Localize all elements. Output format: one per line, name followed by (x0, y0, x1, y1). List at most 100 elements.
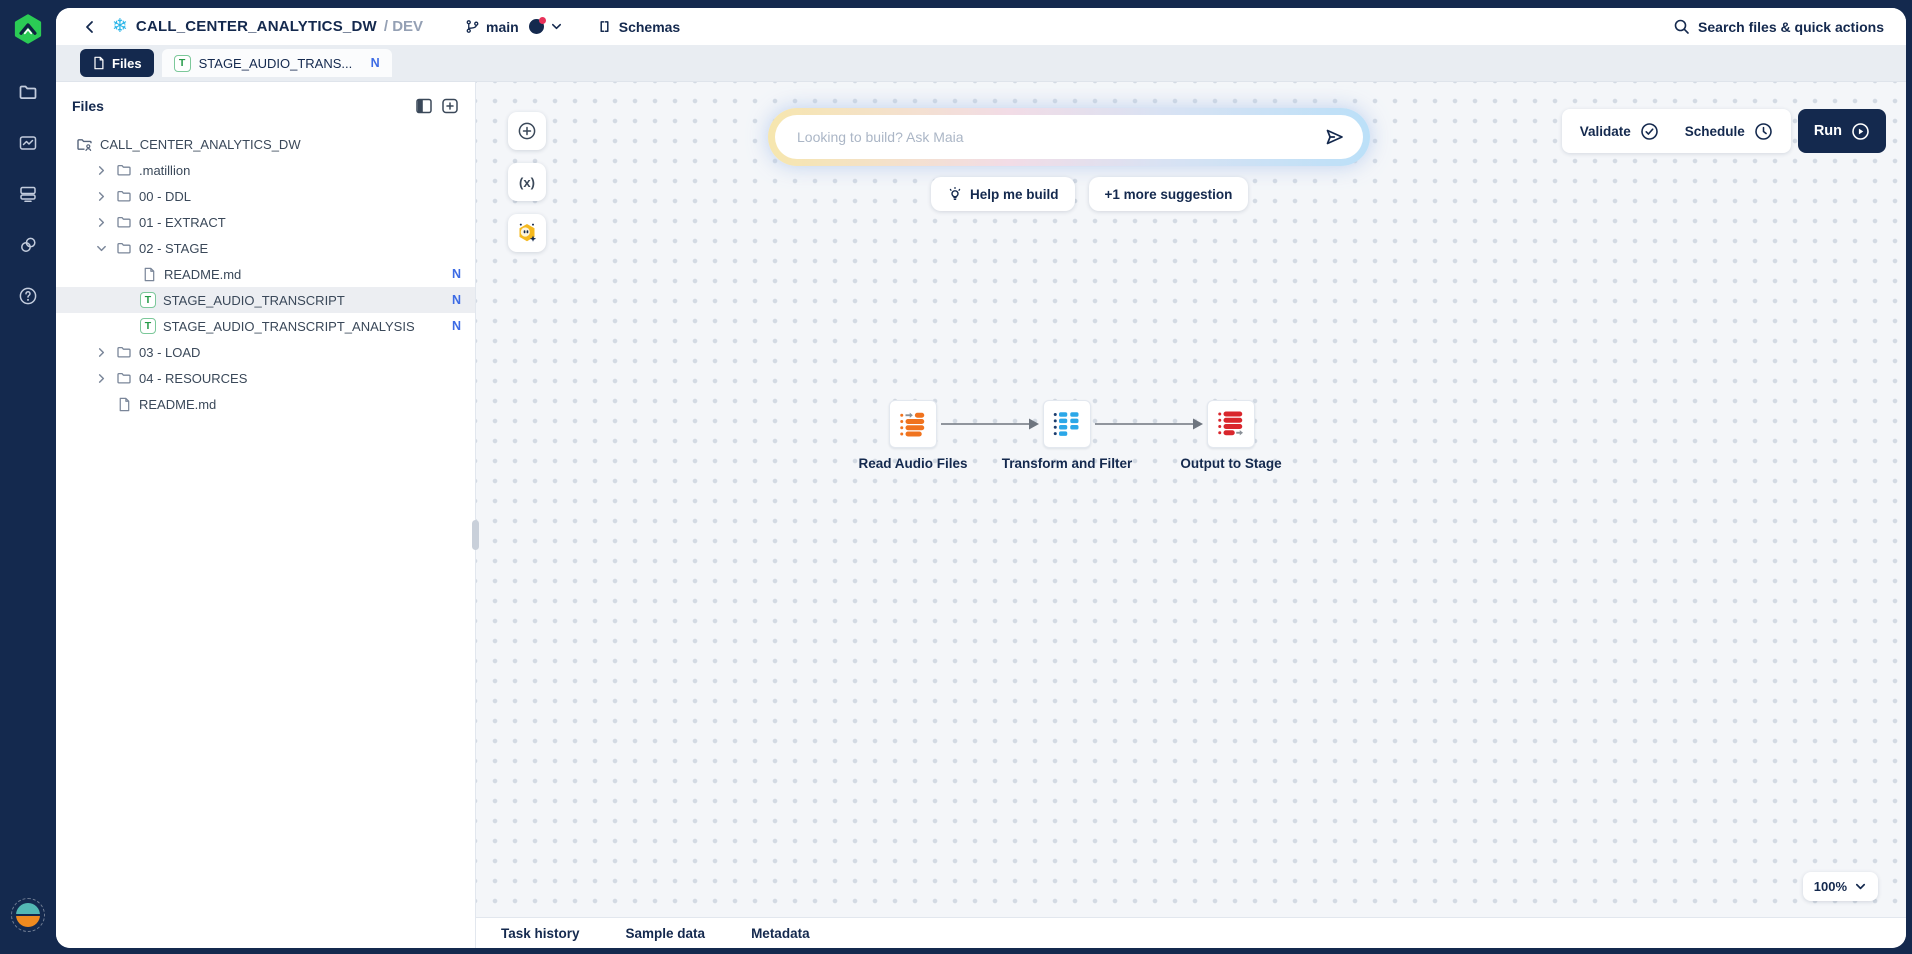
panel-resize-handle[interactable] (472, 520, 479, 550)
canvas-toolbar: (x) (508, 112, 546, 252)
folder-icon (115, 370, 132, 387)
transform-component-icon (1053, 412, 1079, 436)
tree-item-label: README.md (139, 396, 217, 412)
chevron-down-icon (1855, 883, 1866, 890)
node-label: Read Audio Files (858, 456, 968, 471)
tree-item-folder[interactable]: .matillion (56, 157, 475, 183)
app-window: ❄ CALL_CENTER_ANALYTICS_DW / DEV main Sc… (56, 8, 1906, 948)
new-badge: N (451, 267, 461, 281)
help-me-build-button[interactable]: Help me build (931, 177, 1075, 211)
chevron-right-icon[interactable] (94, 371, 108, 385)
tree-item-label: CALL_CENTER_ANALYTICS_DW (100, 136, 301, 152)
maia-suggestions: Help me build +1 more suggestion (931, 177, 1249, 211)
chevron-down-icon[interactable] (94, 241, 108, 255)
help-nav-icon[interactable] (8, 276, 48, 316)
transformation-pipeline-icon: T (140, 318, 156, 334)
files-panel-header: Files (56, 82, 475, 127)
tree-item-folder-expanded[interactable]: 02 - STAGE (56, 235, 475, 261)
folder-icon (115, 240, 132, 257)
variables-button[interactable]: (x) (508, 163, 546, 201)
tree-item-pipeline[interactable]: T STAGE_AUDIO_TRANSCRIPT_ANALYSIS N (56, 313, 475, 339)
chevron-right-icon[interactable] (94, 189, 108, 203)
more-suggestion-button[interactable]: +1 more suggestion (1088, 177, 1249, 211)
folder-icon (115, 188, 132, 205)
tab-task-history[interactable]: Task history (501, 925, 580, 941)
zoom-level: 100% (1813, 879, 1847, 894)
global-search[interactable]: Search files & quick actions (1673, 18, 1884, 35)
files-nav-icon[interactable] (8, 72, 48, 112)
tab-metadata[interactable]: Metadata (751, 925, 810, 941)
tab-files[interactable]: Files (80, 49, 154, 77)
tab-pipeline[interactable]: T STAGE_AUDIO_TRANS... N (161, 49, 392, 77)
folder-icon (115, 344, 132, 361)
pipeline-workspace: (x) (476, 82, 1906, 948)
environment-label: / DEV (383, 18, 424, 35)
tree-item-label: 03 - LOAD (139, 344, 201, 360)
connections-nav-icon[interactable] (8, 225, 48, 265)
tab-new-badge: N (370, 56, 380, 70)
node-read-audio-files[interactable] (889, 400, 937, 448)
chevron-down-icon (551, 23, 561, 30)
add-file-icon[interactable] (441, 97, 459, 115)
schemas-label: Schemas (618, 18, 681, 35)
branch-selector[interactable]: main (465, 17, 563, 35)
add-component-button[interactable] (508, 112, 546, 150)
validate-schedule-card: Validate Schedule (1561, 109, 1791, 153)
tree-item-root[interactable]: CALL_CENTER_ANALYTICS_DW (56, 131, 475, 157)
run-button[interactable]: Run (1797, 109, 1886, 153)
pipeline-canvas[interactable]: (x) (476, 82, 1906, 917)
pipeline-actions: Validate Schedule Run (1561, 109, 1886, 153)
maia-input[interactable] (797, 129, 1321, 145)
validate-label: Validate (1579, 123, 1631, 139)
transformation-pipeline-icon: T (173, 54, 191, 72)
project-title: CALL_CENTER_ANALYTICS_DW (135, 18, 377, 35)
file-icon (115, 396, 132, 413)
back-button[interactable] (78, 15, 102, 39)
tree-item-label: 02 - STAGE (139, 240, 209, 256)
node-label: Output to Stage (1180, 456, 1282, 471)
tree-item-folder[interactable]: 01 - EXTRACT (56, 209, 475, 235)
validate-button[interactable]: Validate (1580, 122, 1659, 141)
tree-item-folder[interactable]: 04 - RESOURCES (56, 365, 475, 391)
schedule-button[interactable]: Schedule (1685, 122, 1773, 141)
run-label: Run (1813, 123, 1842, 139)
pipelines-nav-icon[interactable] (8, 123, 48, 163)
tree-item-label: 01 - EXTRACT (139, 214, 226, 230)
snowflake-icon: ❄ (112, 16, 128, 37)
tree-item-label: STAGE_AUDIO_TRANSCRIPT_ANALYSIS (163, 318, 415, 334)
clock-icon (1755, 122, 1772, 140)
zoom-control[interactable]: 100% (1802, 872, 1878, 901)
data-warehouse-nav-icon[interactable] (8, 174, 48, 214)
schemas-icon (600, 21, 609, 32)
matillion-logo-icon[interactable] (13, 14, 43, 44)
tree-item-pipeline-selected[interactable]: T STAGE_AUDIO_TRANSCRIPT N (56, 287, 475, 313)
new-badge: N (451, 293, 461, 307)
chevron-right-icon[interactable] (94, 215, 108, 229)
chevron-right-icon[interactable] (94, 163, 108, 177)
project-header: ❄ CALL_CENTER_ANALYTICS_DW / DEV main Sc… (56, 8, 1906, 45)
more-suggestion-label: +1 more suggestion (1104, 186, 1233, 202)
file-icon (140, 266, 157, 283)
node-transform-and-filter[interactable] (1043, 400, 1091, 448)
maia-send-button[interactable] (1321, 124, 1347, 150)
variables-icon: (x) (519, 174, 535, 190)
maia-copilot-button[interactable] (508, 214, 546, 252)
maia-input-pill (775, 115, 1363, 159)
tree-item-file[interactable]: README.md (56, 391, 475, 417)
check-circle-icon (1640, 122, 1658, 140)
tree-item-folder[interactable]: 03 - LOAD (56, 339, 475, 365)
tree-item-file[interactable]: README.md N (56, 261, 475, 287)
schemas-button[interactable]: Schemas (597, 19, 680, 35)
collapse-panel-icon[interactable] (415, 97, 433, 115)
tab-pipeline-label: STAGE_AUDIO_TRANS... (198, 55, 353, 71)
chevron-right-icon[interactable] (94, 345, 108, 359)
search-icon (1674, 19, 1689, 34)
tab-sample-data[interactable]: Sample data (625, 925, 706, 941)
files-panel-title: Files (72, 98, 104, 114)
tree-item-label: .matillion (139, 162, 191, 178)
edge-node2-node3 (1095, 418, 1203, 430)
tree-item-folder[interactable]: 00 - DDL (56, 183, 475, 209)
user-avatar[interactable] (11, 898, 45, 932)
edge-node1-node2 (941, 418, 1039, 430)
node-output-to-stage[interactable] (1207, 400, 1255, 448)
